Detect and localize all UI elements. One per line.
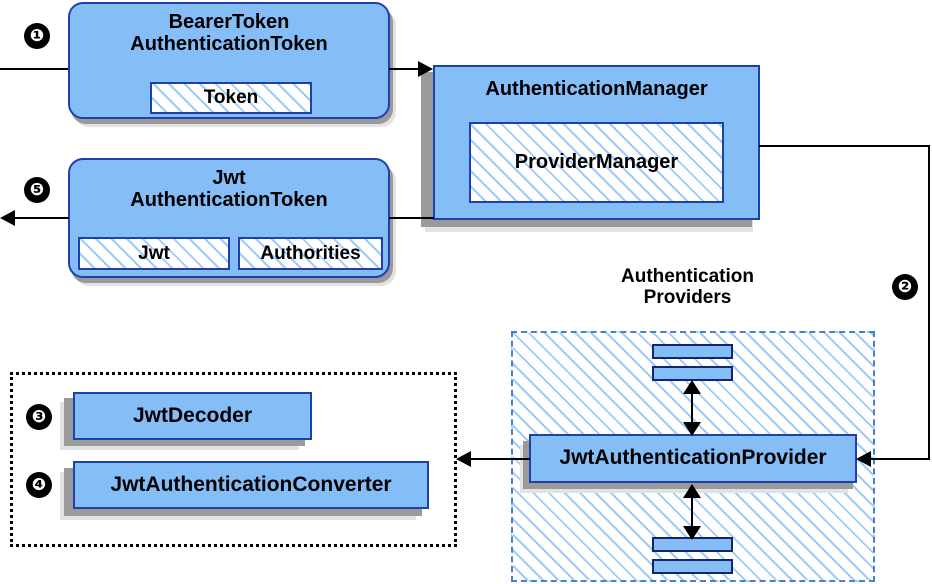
node-jwt-decoder-title: JwtDecoder <box>132 403 253 427</box>
connector-request-in <box>0 68 68 70</box>
node-bearer-token-inner-token: Token <box>150 82 312 114</box>
arrowhead-provider-to-converters <box>456 451 471 467</box>
node-bearer-token-title: BearerToken AuthenticationToken <box>130 11 328 55</box>
connector-manager-down <box>928 145 930 459</box>
connector-manager-to-jwt-token <box>389 217 434 219</box>
group-jwt-converters <box>10 372 457 547</box>
badge-step-4: ❹ <box>26 472 52 498</box>
arrowhead-provider-up-top <box>683 380 701 394</box>
authentication-providers-label: Authentication Providers <box>621 266 754 309</box>
node-jwt-token-inner-authorities: Authorities <box>238 237 383 270</box>
arrowhead-provider-down-top <box>683 484 701 498</box>
arrowhead-bearer-to-manager <box>418 61 433 77</box>
node-jwt-token-title: Jwt AuthenticationToken <box>130 167 328 211</box>
node-jwt-authentication-provider-title: JwtAuthenticationProvider <box>559 446 827 470</box>
node-jwt-authentication-converter-title: JwtAuthenticationConverter <box>110 472 392 496</box>
node-authentication-manager-inner-provider-manager: ProviderManager <box>469 122 724 203</box>
node-authentication-manager[interactable]: AuthenticationManager ProviderManager <box>433 65 760 220</box>
arrowhead-response-out <box>0 210 15 226</box>
arrowhead-provider-up-bottom <box>683 422 701 436</box>
connector-provider-up <box>691 386 693 428</box>
provider-bar-top-2 <box>652 366 733 381</box>
node-jwt-authentication-token[interactable]: Jwt AuthenticationToken Jwt Authorities <box>68 158 390 278</box>
arrowhead-manager-to-provider <box>856 451 871 467</box>
connector-provider-to-converters <box>470 458 530 460</box>
provider-bar-bottom-2 <box>652 559 733 574</box>
connector-manager-to-provider <box>871 458 930 460</box>
badge-step-3: ❸ <box>26 404 52 430</box>
node-authentication-manager-title: AuthenticationManager <box>485 78 708 100</box>
node-jwt-authentication-provider[interactable]: JwtAuthenticationProvider <box>529 434 857 483</box>
badge-step-1: ❶ <box>24 23 50 49</box>
connector-bearer-to-manager <box>389 68 420 70</box>
arrowhead-provider-down-bottom <box>683 526 701 540</box>
node-jwt-authentication-converter[interactable]: JwtAuthenticationConverter <box>73 461 429 509</box>
node-bearer-token-authentication-token[interactable]: BearerToken AuthenticationToken Token <box>68 2 390 119</box>
connector-manager-right <box>759 145 930 147</box>
provider-bar-top-1 <box>652 344 733 359</box>
badge-step-5: ❺ <box>24 177 50 203</box>
connector-provider-down <box>691 490 693 532</box>
connector-response-out <box>15 217 69 219</box>
badge-step-2: ❷ <box>892 274 918 300</box>
node-jwt-token-inner-jwt: Jwt <box>78 237 230 270</box>
node-jwt-decoder[interactable]: JwtDecoder <box>73 392 312 440</box>
